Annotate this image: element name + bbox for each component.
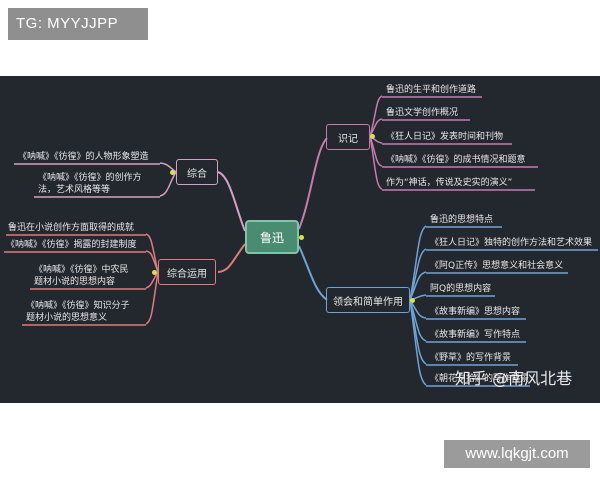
leaf-zhyy-4a[interactable]: 《呐喊》《彷徨》知识分子 xyxy=(26,301,130,311)
leaf-lingjian-4[interactable]: 阿Q的思想内容 xyxy=(430,284,492,294)
leaf-lingjian-2[interactable]: 《狂人日记》独特的创作方法和艺术效果 xyxy=(430,238,593,248)
connector-lines xyxy=(4,95,598,387)
branch-lingjian[interactable]: 领会和简单作用 xyxy=(326,287,410,313)
leaf-lingjian-5[interactable]: 《故事新编》思想内容 xyxy=(430,307,521,317)
mind-map-canvas: 鲁迅 识记 领会和简单作用 综合 综合运用 鲁迅的生平和创作道路 鲁迅文学创作概… xyxy=(0,76,600,403)
leaf-zonghe-2b[interactable]: 法，艺术风格等等 xyxy=(38,185,111,195)
leaf-zhyy-3b[interactable]: 题材小说的思想内容 xyxy=(34,277,116,287)
leaf-shiji-4[interactable]: 《呐喊》《彷徨》的成书情况和题意 xyxy=(386,155,526,165)
leaf-lingjian-6[interactable]: 《故事新编》写作特点 xyxy=(430,330,521,340)
leaf-shiji-3[interactable]: 《狂人日记》发表时间和刊物 xyxy=(386,132,504,142)
watermark-url: www.lqkgjt.com xyxy=(444,440,590,468)
collapse-dot-icon[interactable] xyxy=(299,235,304,240)
collapse-dot-icon[interactable] xyxy=(370,134,375,139)
branch-zonghe-yunyong[interactable]: 综合运用 xyxy=(158,259,216,285)
leaf-zonghe-1[interactable]: 《呐喊》《彷徨》的人物形象塑造 xyxy=(18,152,149,162)
branch-zonghe[interactable]: 综合 xyxy=(176,159,218,185)
collapse-dot-icon[interactable] xyxy=(170,170,175,175)
leaf-lingjian-3[interactable]: 《阿Q正传》思想意义和社会意义 xyxy=(430,261,564,271)
leaf-shiji-1[interactable]: 鲁迅的生平和创作道路 xyxy=(386,85,477,95)
leaf-lingjian-8[interactable]: 《朝花夕拾》的写作背景 xyxy=(430,374,530,384)
watermark-top-label: TG: MYYJJPP xyxy=(8,8,148,40)
watermark-zhihu: 知乎 @南风北巷 xyxy=(455,369,573,388)
collapse-dot-icon[interactable] xyxy=(410,298,415,303)
branch-shiji[interactable]: 识记 xyxy=(326,124,370,150)
leaf-lingjian-7[interactable]: 《野草》的写作背景 xyxy=(430,353,512,363)
leaf-lingjian-1[interactable]: 鲁迅的思想特点 xyxy=(430,215,494,225)
collapse-dot-icon[interactable] xyxy=(152,270,157,275)
leaf-zhyy-2[interactable]: 《呐喊》《彷徨》揭露的封建制度 xyxy=(6,240,137,250)
leaf-zhyy-1[interactable]: 鲁迅在小说创作方面取得的成就 xyxy=(8,223,135,233)
leaf-zhyy-3a[interactable]: 《呐喊》《彷徨》中农民 xyxy=(34,265,129,275)
leaf-zhyy-4b[interactable]: 题材小说的思想意义 xyxy=(26,313,108,323)
leaf-zonghe-2a[interactable]: 《呐喊》《彷徨》的创作方 xyxy=(38,173,142,183)
root-node[interactable]: 鲁迅 xyxy=(245,220,299,254)
leaf-shiji-5[interactable]: 作为“神话，传说及史实的演义” xyxy=(386,178,513,188)
leaf-shiji-2[interactable]: 鲁迅文学创作概况 xyxy=(386,108,459,118)
